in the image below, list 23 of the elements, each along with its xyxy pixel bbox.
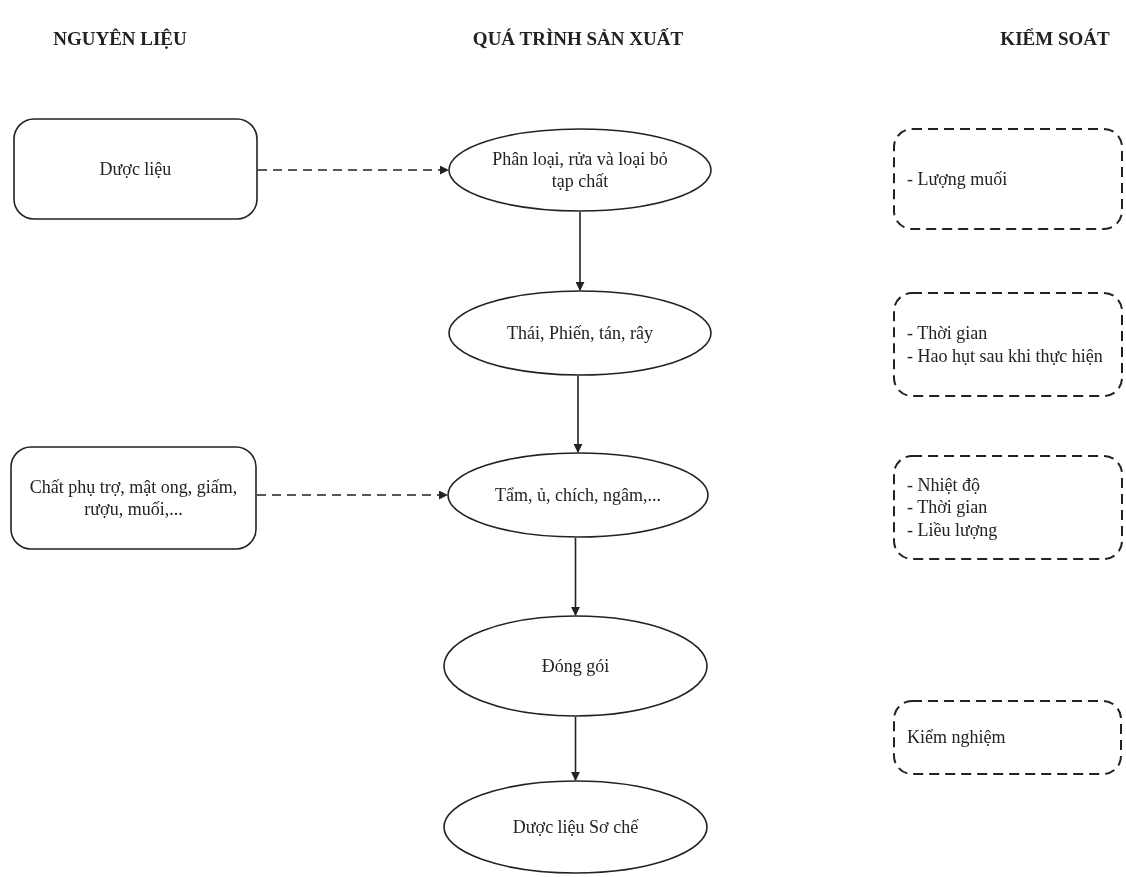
control-item: - Liều lượng [907, 518, 998, 542]
node-text: Dược liệu [99, 157, 172, 181]
control-item: - Thời gian [907, 496, 989, 519]
arrow [573, 375, 583, 453]
node-text: Phân loại, rửa và loại bỏ tạp chất [491, 147, 669, 193]
control-item: - Hao hụt sau khi thực hiện [907, 344, 1103, 367]
node-text: Thái, Phiến, tán, rây [507, 321, 653, 345]
column-heading: NGUYÊN LIỆU [53, 28, 187, 50]
arrow [571, 716, 580, 781]
node-text: Đóng gói [541, 654, 610, 678]
control-item: - Lượng muối [907, 167, 1008, 191]
arrow [571, 537, 580, 616]
node-text: Chất phụ trợ, mật ong, giấm, rượu, muối,... [28, 475, 239, 521]
arrow [257, 165, 449, 175]
arrow [256, 490, 448, 500]
column-heading: KIỂM SOÁT [1000, 28, 1110, 50]
node-text: Dược liệu Sơ chế [512, 815, 639, 839]
control-item: - Thời gian [907, 322, 989, 345]
control-item: Kiểm nghiệm [907, 726, 1006, 749]
node-text: Tẩm, ủ, chích, ngâm,... [495, 483, 661, 507]
control-item: - Nhiệt độ [907, 473, 981, 497]
arrow [575, 211, 585, 291]
column-heading: QUÁ TRÌNH SẢN XUẤT [472, 28, 684, 50]
